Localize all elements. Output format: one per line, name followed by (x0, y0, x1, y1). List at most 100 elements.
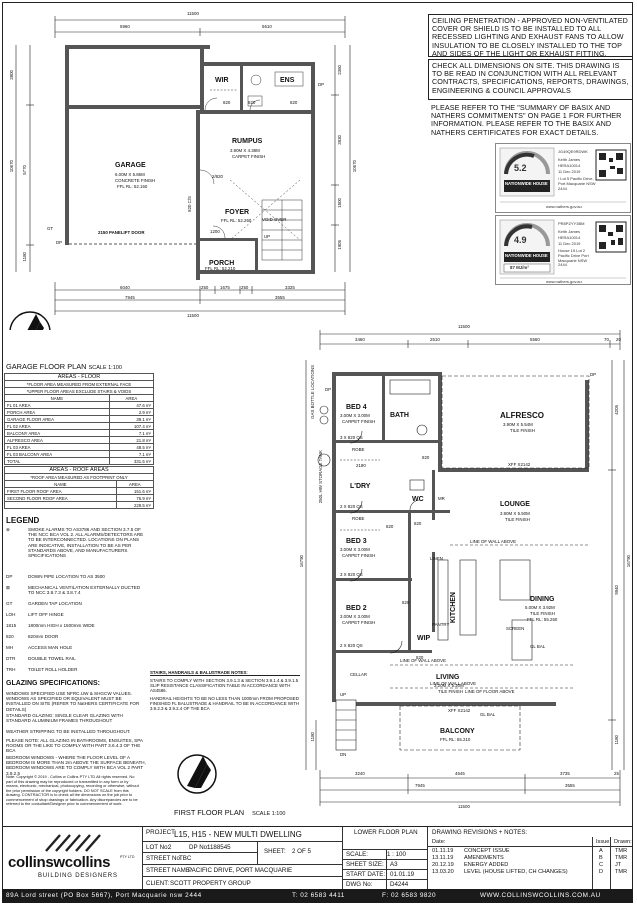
gf-plan-title-text: GARAGE FLOOR PLAN (6, 362, 87, 371)
lot-value: 2 (168, 844, 172, 851)
lounge-finish: TILE FINISH (505, 517, 530, 522)
title-block: collinswcollins PTY LTD BUILDING DESIGNE… (2, 826, 633, 903)
gf-mark-dp: DP (56, 240, 63, 245)
area-name: FL 03 BALCONY AREA (4, 450, 110, 458)
gf-dim-top-1: 5960 (120, 24, 130, 29)
area-value: 331.5 m² (108, 457, 155, 465)
rev-date: 13.03.20 (432, 869, 454, 875)
basix-note: PLEASE REFER TO THE "SUMMARY OF BASIX AN… (431, 103, 622, 137)
certificate-1-words: NATIONWIDE HOUSE (505, 181, 548, 186)
ff-dim-top-3: 5560 (530, 337, 540, 342)
ens-label: ENS (280, 77, 295, 84)
nathers-certificate-1: 5.2 NATIONWIDE HOUSE JG49QE9RDWK Keith J… (495, 143, 631, 213)
rev-drawn: TMR (615, 855, 628, 861)
ff-door-1: 3 X 820 QS (340, 435, 363, 440)
legend-value: TOILET ROLL HOLDER (28, 667, 78, 672)
areas-floor-header-area: AREA (108, 394, 155, 402)
ff-note-wall-1: LINE OF WALL ABOVE (470, 539, 517, 544)
area-name: FL 01 AREA (4, 401, 110, 409)
ff-dim-bottom-1: 3240 (355, 771, 365, 776)
dining-size: 5.00M X 3.92M (525, 605, 555, 610)
ff-dim-right-1: 4205 (614, 405, 619, 415)
area-value: 47.6 m² (108, 401, 155, 409)
gf-mark-up: UP (264, 234, 271, 239)
certificate-2-assessor: Keith James (558, 229, 581, 234)
client-label: CLIENT: (146, 880, 170, 887)
ff-overall-bottom: 11500 (458, 804, 470, 809)
ff-plan-scale: SCALE 1:100 (252, 811, 286, 817)
certificate-2-address: House 15 Lot 2 Pacific Drive Port Macqua… (558, 248, 589, 268)
ff-door-5: 820 (386, 524, 394, 529)
area-value: 39.1 m² (108, 415, 155, 423)
ff-note-hw: 250L HW STORAGE TANK (318, 450, 323, 504)
void-over-label: VOID OVER (262, 217, 287, 222)
living-label: LIVING (436, 674, 460, 681)
area-value: 48.5 m² (108, 443, 155, 451)
ff-dim-top-1: 3460 (355, 337, 365, 342)
wir-label: WIR (215, 77, 229, 84)
certificate-1-web: www.nathers.gov.au (546, 204, 582, 209)
certificate-2-number: PR8PZYY3BM (558, 221, 585, 226)
rev-issue: D (599, 869, 604, 875)
gf-door-4: 2/820 (212, 174, 223, 179)
rev-header-drawn: Drawn: (614, 839, 632, 845)
area-name: FL 02 AREA (4, 422, 110, 430)
garage-door-label: 2150 PANELIFT DOOR (98, 230, 145, 235)
gf-mark-gt: GT (47, 226, 54, 231)
areas-roof-title: AREAS - ROOF AREAS (4, 466, 154, 474)
sheet-size-value: A3 (390, 861, 398, 868)
area-value: 228.5 m² (115, 501, 155, 509)
ff-mark-up: UP (340, 692, 347, 697)
lot-label: LOT No: (146, 844, 170, 851)
area-name: FL 03 AREA (4, 443, 110, 451)
legend-value: LIFT OFF HINGE (28, 612, 64, 617)
glazing-para-3: WEATHER STRIPPING TO BE INSTALLED THROUG… (6, 729, 131, 734)
company-website[interactable]: WWW.COLLINSWCOLLINS.COM.AU (480, 892, 601, 899)
certificate-2-extra: 87 MJ/m² (510, 265, 529, 270)
certificate-2-graphic (499, 219, 627, 279)
project-label: PROJECT: (146, 829, 176, 836)
balcony-label: BALCONY (440, 728, 475, 735)
bed4-label: BED 4 (346, 404, 367, 411)
rev-date: 01.11.19 (432, 848, 454, 854)
area-name: TOTAL (4, 457, 110, 465)
rev-desc: AMENDMENTS (464, 855, 504, 861)
foyer-ffl: FFL RL: 52.260 (221, 218, 252, 223)
areas-floor-title: AREAS - FLOOR (4, 373, 154, 381)
area-value: 76.9 m² (115, 494, 155, 502)
legend-key: MH (6, 645, 14, 650)
ceiling-note: CEILING PENETRATION - APPROVED NON-VENTI… (428, 14, 633, 57)
ff-dim-right-3: 1180 (614, 735, 619, 745)
rev-desc: LEVEL (HOUSE LIFTED, CH CHANGES) (464, 869, 568, 875)
areas-roof-header-name: NAME (4, 480, 117, 488)
company-logo-area: collinswcollins PTY LTD BUILDING DESIGNE… (2, 827, 142, 889)
company-tagline: BUILDING DESIGNERS (38, 873, 118, 879)
areas-floor-note-2: *UPPER FLOOR AREAS EXCLUDE STAIRS & VOID… (4, 387, 154, 395)
gf-overall-left: 10670 (9, 160, 14, 173)
robe2-label: ROBE (352, 516, 365, 521)
cellar-label: CELLAR (350, 672, 368, 677)
certificate-2-words: NATIONWIDE HOUSE (505, 253, 548, 258)
rev-date: 13.11.19 (432, 855, 454, 861)
ff-dim-left-1: 1180 (310, 732, 315, 742)
ff-note-linen: LINEN (430, 556, 443, 561)
area-value: 21.8 m² (108, 436, 155, 444)
rev-drawn: TMR (615, 869, 628, 875)
scale-label: SCALE: (346, 851, 369, 858)
rumpus-size: 3.90M X 4.38M (230, 148, 260, 153)
company-address: 89A Lord street (PO Box 5667), Port Macq… (6, 892, 202, 899)
ff-mark-mr: MR (438, 496, 445, 501)
start-date-label: START DATE: (346, 871, 386, 878)
ff-note-gas: GAS BOTTLE LOCATIONS (310, 365, 315, 419)
ff-note-floor: LINE OF FLOOR ABOVE (465, 689, 515, 694)
area-name: PORCH AREA (4, 408, 110, 416)
gf-dim-bottom-2: 250 (201, 285, 209, 290)
company-logo-icon (45, 834, 101, 852)
dining-label: DINING (530, 596, 555, 603)
kitchen-label: KITCHEN (450, 592, 457, 624)
